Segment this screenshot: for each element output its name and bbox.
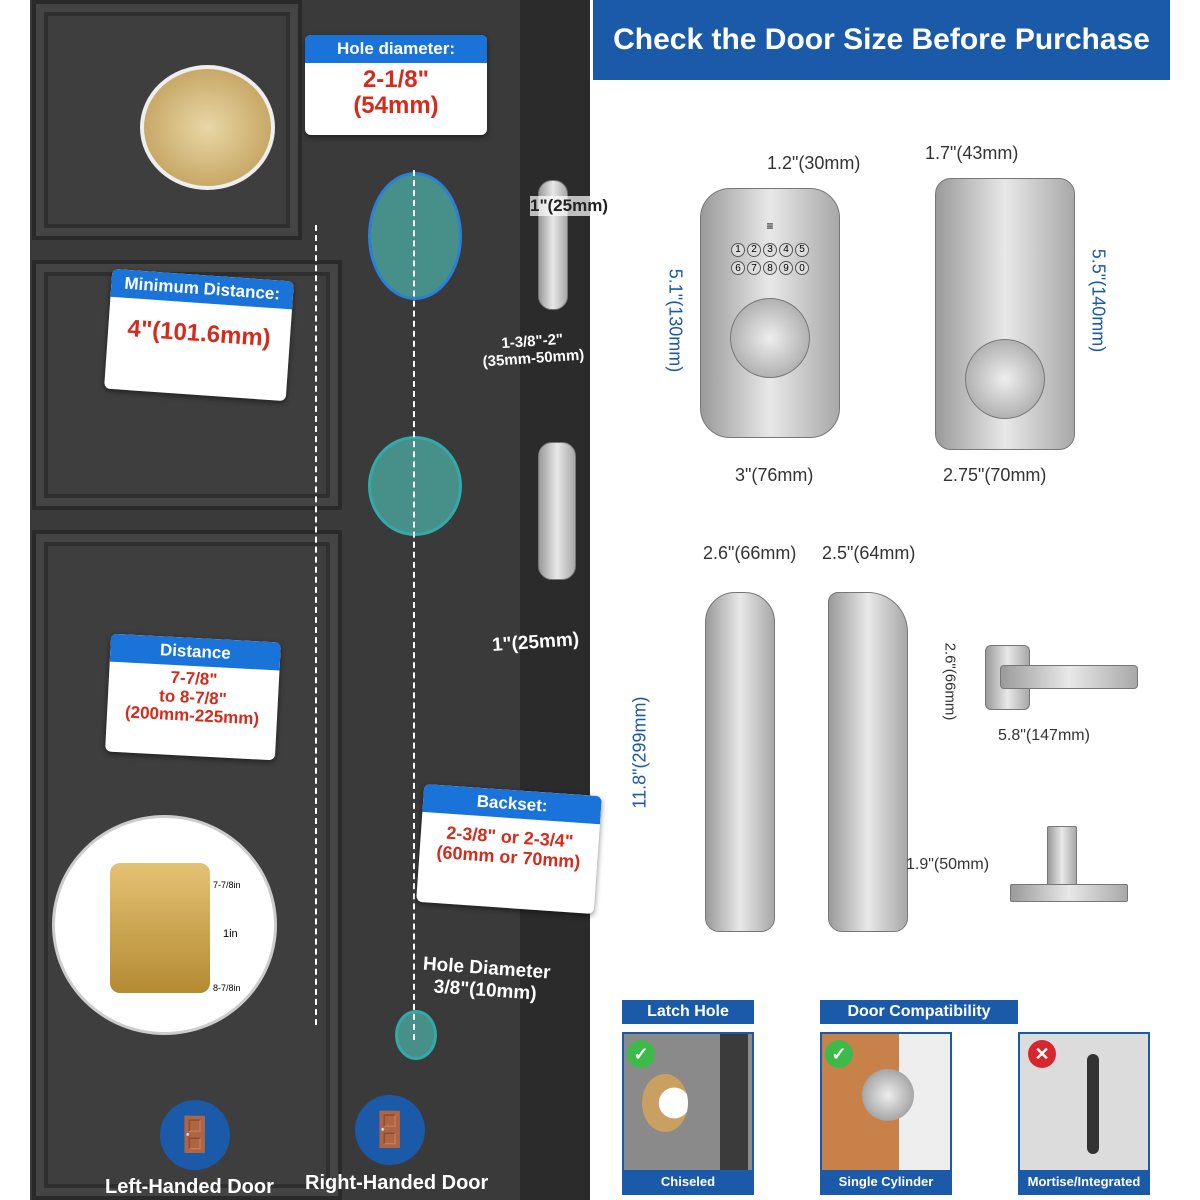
left-handed-label: Left-Handed Door <box>105 1176 274 1198</box>
keypad-depth-dim: 1.2"(30mm) <box>767 153 861 173</box>
inset-bottom-dim: 8-7/8in <box>213 983 241 993</box>
key-4: 4 <box>779 242 793 257</box>
mortise-caption: Mortise/Integrated <box>1020 1170 1148 1193</box>
lever-projection-dim: 1.9"(50mm) <box>906 856 990 873</box>
menu-key: ≡ <box>766 219 774 233</box>
door-edge-image <box>720 1034 748 1174</box>
door-compatibility-tag: Door Compatibility <box>820 1000 1018 1024</box>
hole-diameter-card: Hole diameter: 2-1/8"(54mm) <box>305 35 487 135</box>
keypad-height-dim: 5.1"(130mm) <box>665 268 686 373</box>
lever-rose-dim: 2.6"(66mm) <box>941 642 959 721</box>
latch-closeup <box>140 65 275 190</box>
keypad-width-dim: 3"(76mm) <box>735 465 814 485</box>
bore-hole-mid <box>368 436 462 536</box>
right-handed-label: Right-Handed Door <box>305 1172 489 1194</box>
bore-hole-image <box>642 1074 688 1132</box>
key-1: 1 <box>731 242 745 257</box>
key-9: 9 <box>779 261 793 275</box>
key-2: 2 <box>747 242 761 257</box>
interior-depth-dim: 1.7"(43mm) <box>925 143 1019 163</box>
thumbturn <box>965 339 1045 419</box>
single-cylinder-card: ✓ Single Cylinder <box>820 1032 952 1195</box>
lever-length-dim: 5.8"(147mm) <box>998 727 1090 744</box>
lever-handle <box>1000 665 1138 689</box>
mortise-card: ✕ Mortise/Integrated <box>1018 1032 1150 1195</box>
handleset-depth-dim: 2.5"(64mm) <box>822 543 916 563</box>
centerline <box>413 170 415 1040</box>
inset-mid-dim: 1in <box>223 928 238 940</box>
handleset-width-dim: 2.6"(66mm) <box>703 543 797 563</box>
cross-icon: ✕ <box>1028 1040 1056 1068</box>
bore-hole-top <box>368 172 462 300</box>
strike-plate <box>538 442 576 580</box>
hole-diameter-mm: (54mm) <box>353 92 439 120</box>
backset-card: Backset: 2-3/8" or 2-3/4"(60mm or 70mm) <box>416 783 602 915</box>
lever-side-base <box>1010 884 1128 902</box>
door-thickness-dim: 1-3/8"-2"(35mm-50mm) <box>481 329 585 371</box>
min-distance-card: Minimum Distance: 4"(101.6mm) <box>104 268 294 402</box>
interior-height-dim: 5.5"(140mm) <box>1088 248 1109 353</box>
page-title: Check the Door Size Before Purchase <box>593 0 1170 80</box>
latch-hole-tag: Latch Hole <box>622 1000 754 1024</box>
interior-unit <box>935 178 1075 450</box>
plate-width-dim: 1"(25mm) <box>530 196 608 216</box>
check-icon: ✓ <box>825 1040 853 1068</box>
lock-inset: 7-7/8in 1in 8-7/8in <box>52 815 277 1035</box>
single-cylinder-caption: Single Cylinder <box>822 1170 950 1193</box>
key-cylinder <box>730 298 810 378</box>
distance-card: Distance 7-7/8"to 8-7/8"(200mm-225mm) <box>105 633 281 761</box>
inset-top-dim: 7-7/8in <box>213 880 241 890</box>
right-handed-door-icon: 🚪 <box>355 1095 425 1165</box>
key-7: 7 <box>747 261 761 275</box>
handleset-front <box>705 592 775 932</box>
key-8: 8 <box>763 261 777 275</box>
distance-line <box>315 225 317 1025</box>
handleset-height-dim: 11.8"(299mm) <box>629 696 650 809</box>
lock-mechanism <box>110 863 210 993</box>
latch-hole-caption: Chiseled <box>624 1170 752 1193</box>
interior-width-dim: 2.75"(70mm) <box>943 465 1047 485</box>
key-5: 5 <box>795 242 809 257</box>
cylinder-image <box>862 1069 914 1121</box>
mortise-plate-image <box>1087 1054 1099 1154</box>
lever-side-stem <box>1047 826 1077 892</box>
handleset-side <box>828 592 908 932</box>
key-3: 3 <box>763 242 777 257</box>
latch-hole-card: ✓ Chiseled <box>622 1032 754 1195</box>
hole-diameter-inch: 2-1/8" <box>362 66 430 93</box>
small-hole <box>395 1010 437 1060</box>
check-icon: ✓ <box>627 1040 655 1068</box>
key-0: 0 <box>795 261 809 275</box>
key-6: 6 <box>731 261 745 275</box>
hole-diameter-label: Hole diameter: <box>305 35 487 63</box>
left-handed-door-icon: 🚪 <box>160 1100 230 1170</box>
